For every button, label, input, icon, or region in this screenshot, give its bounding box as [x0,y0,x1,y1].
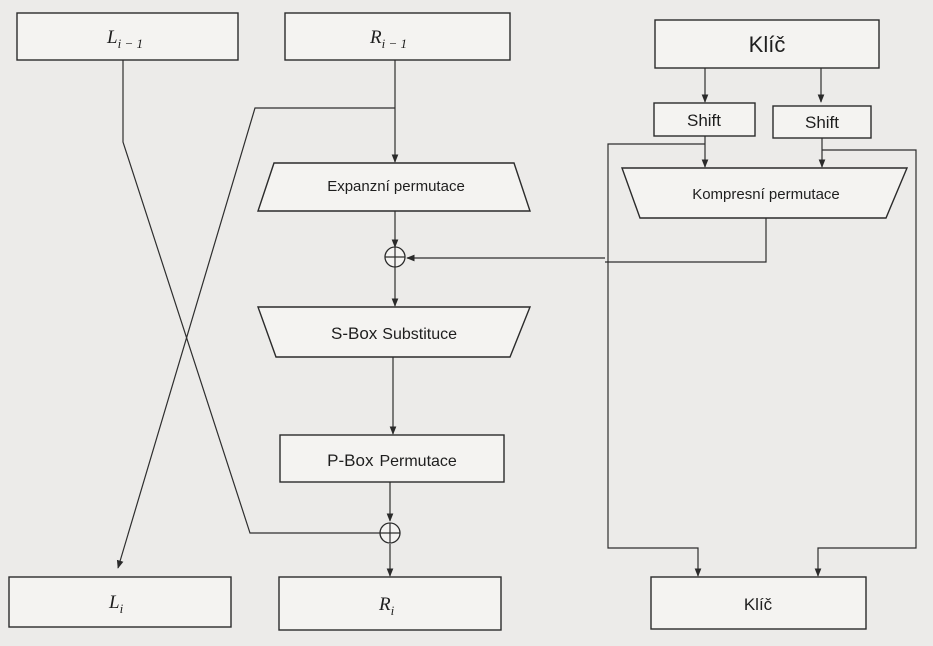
connectors [116,60,917,577]
key-output-label: Klíč [744,595,773,614]
pbox-label: Permutace [379,453,456,470]
box-shift-left: Shift [653,102,756,137]
box-expansion: Expanzní permutace [257,162,531,212]
svg-text:Li − 1: Li − 1 [106,27,143,51]
expansion-label: Expanzní permutace [327,178,465,195]
box-right-input: Ri − 1 [284,12,511,61]
sbox-prefix: S-Box [331,324,378,343]
box-pbox: P-Box Permutace [279,434,505,483]
svg-text:Li: Li [108,592,124,616]
box-left-output: Li [8,576,232,628]
sbox-label: Substituce [382,326,457,343]
swap-line-right-to-left-output [116,107,395,569]
arrow-shift-left-to-key-output [607,143,705,577]
box-compression: Kompresní permutace [621,167,909,219]
shift-right-label: Shift [805,113,839,132]
box-key-output: Klíč [650,576,867,630]
box-key-input: Klíč [654,19,880,69]
box-shift-right: Shift [772,105,872,139]
svg-text:Ri − 1: Ri − 1 [369,27,407,51]
box-right-output: Ri [278,576,502,631]
arrow-compression-to-xor [605,218,767,263]
pbox-prefix: P-Box [327,451,374,470]
xor-bottom [379,522,401,544]
svg-text:Ri: Ri [378,594,395,618]
key-input-label: Klíč [749,32,786,57]
compression-label: Kompresní permutace [692,186,840,203]
shift-left-label: Shift [687,111,721,130]
box-left-input: Li − 1 [16,12,239,61]
arrow-shift-right-to-key-output [814,149,917,577]
xor-top [384,246,406,268]
